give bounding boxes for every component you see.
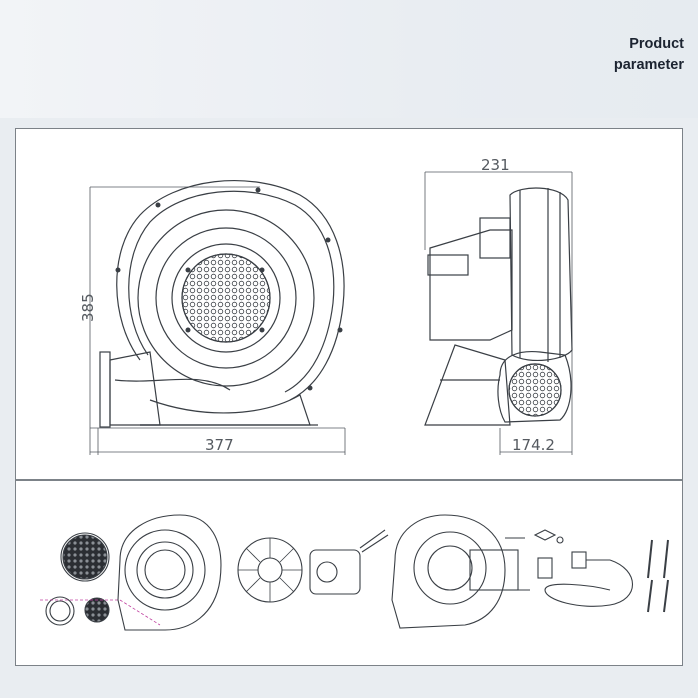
depth-dimension-label: 231 bbox=[481, 156, 510, 174]
inlet-grille-part bbox=[62, 534, 108, 580]
side-dimension-lines bbox=[424, 171, 573, 455]
front-dimension-lines bbox=[89, 186, 346, 455]
panel-divider bbox=[15, 479, 683, 481]
exploded-view bbox=[40, 514, 669, 631]
housing-part bbox=[117, 514, 222, 631]
title-line-1: Product bbox=[629, 36, 684, 52]
front-view bbox=[89, 180, 346, 455]
side-view bbox=[424, 171, 573, 455]
power-cable-part bbox=[544, 551, 634, 607]
inlet-depth-dimension-label: 174.2 bbox=[512, 436, 555, 454]
header-banner: Product parameter bbox=[0, 0, 698, 118]
impeller-part bbox=[237, 537, 303, 603]
title-line-2: parameter bbox=[613, 57, 684, 73]
width-dimension-label: 377 bbox=[205, 436, 234, 454]
motor-part bbox=[309, 529, 389, 595]
ground-stakes-part bbox=[647, 539, 669, 613]
page-title: Product parameter bbox=[614, 34, 684, 76]
hardware-parts bbox=[500, 529, 564, 591]
height-dimension-label: 385 bbox=[79, 293, 97, 322]
assembled-blower-part bbox=[391, 514, 519, 629]
